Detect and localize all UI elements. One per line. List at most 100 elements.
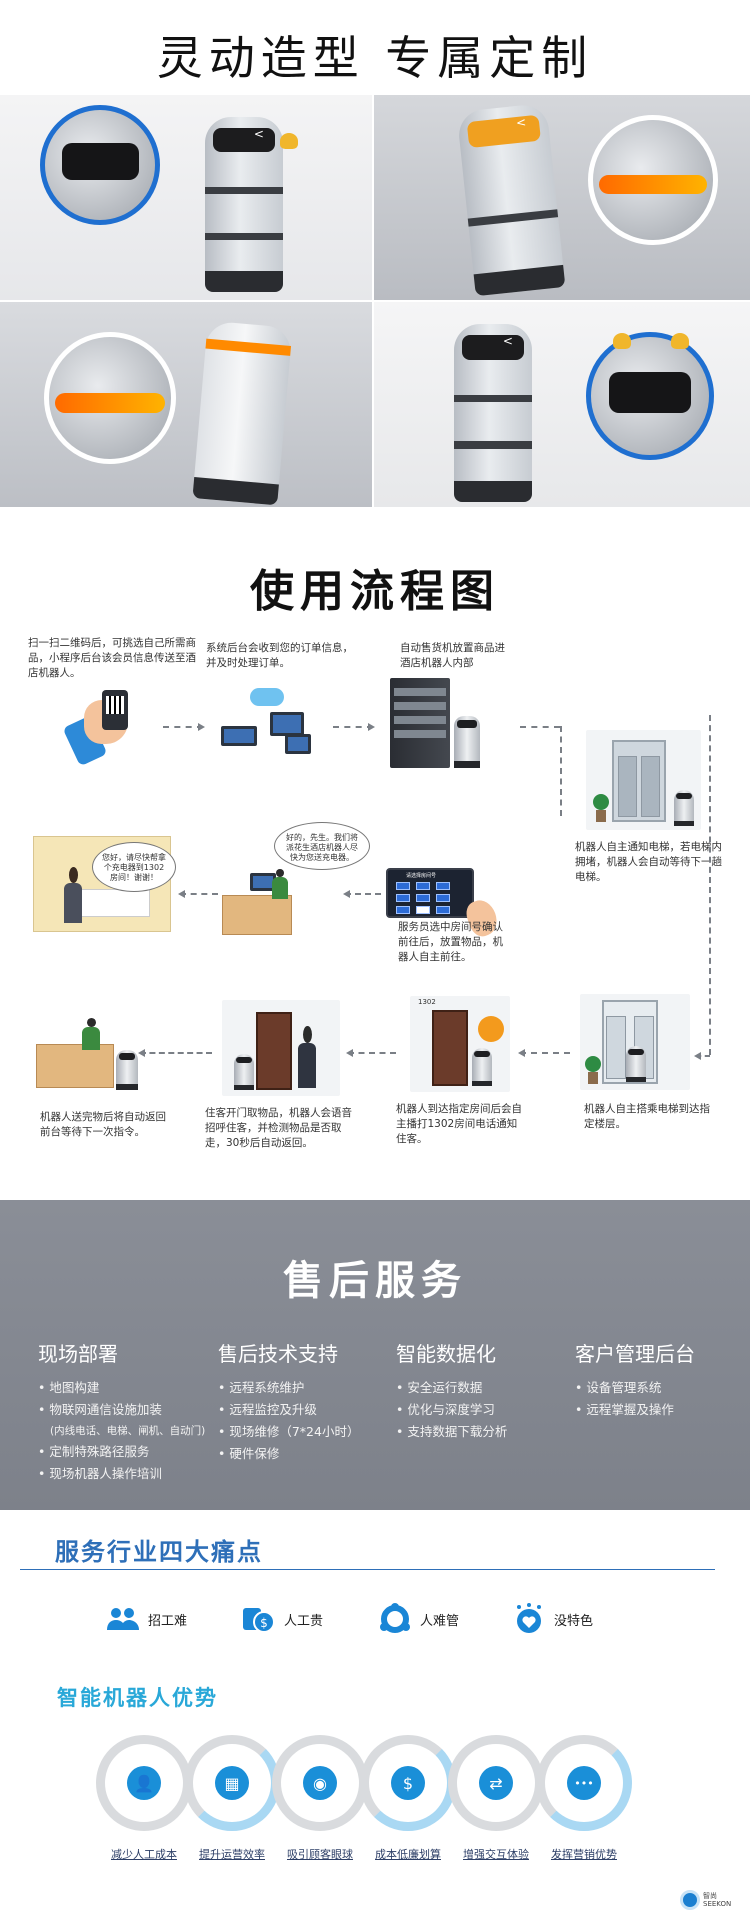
pain-item-hiring: 招工难 xyxy=(106,1602,187,1636)
coins-icon: $ xyxy=(242,1602,276,1636)
grid-icon: ▦ xyxy=(215,1766,249,1800)
flow-arrow xyxy=(518,1049,570,1057)
service-item: • 现场机器人操作培训 xyxy=(38,1466,162,1481)
person-icon: 👤 xyxy=(127,1766,161,1800)
room-door xyxy=(256,1012,292,1090)
after-sales-section: 售后服务 现场部署 • 地图构建 • 物联网通信设施加装 (内线电话、电梯、闸机… xyxy=(0,1200,750,1510)
service-item: • 远程掌握及操作 xyxy=(575,1402,674,1417)
step-pickup-text: 住客开门取物品，机器人会语音招呼住客，并检测物品是否取走，30秒后自动返回。 xyxy=(205,1107,352,1149)
advantage-label-cost[interactable]: 成本低廉划算 xyxy=(375,1848,441,1861)
robot-illustration xyxy=(674,790,694,827)
money-bag-icon: $ xyxy=(391,1766,425,1800)
step-elevator-call-illustration xyxy=(586,730,701,830)
divider xyxy=(20,1569,715,1570)
detail-bubble-handle xyxy=(588,115,718,245)
step-elevator-ride-illustration xyxy=(580,994,690,1090)
flow-arrow xyxy=(343,890,381,898)
advantage-circle-efficiency: ▦ xyxy=(184,1735,280,1831)
guest-figure xyxy=(64,867,82,923)
phone-call-icon xyxy=(478,1016,504,1042)
advantage-label-interaction[interactable]: 增强交互体验 xyxy=(463,1848,529,1861)
staff-figure xyxy=(272,869,288,899)
service-item: • 现场维修（7*24小时） xyxy=(218,1424,360,1439)
robot-illustration xyxy=(192,320,293,506)
elevator-icon xyxy=(612,740,666,822)
pain-points-title: 服务行业四大痛点 xyxy=(55,1537,263,1566)
step-arrive-call-illustration: 1302 xyxy=(410,996,510,1092)
robot-illustration xyxy=(234,1054,254,1091)
staff-figure xyxy=(82,1018,100,1050)
advantage-circle-marketing: ••• xyxy=(536,1735,632,1831)
robot-ear-icon xyxy=(280,133,298,149)
vending-machine xyxy=(390,678,450,768)
advantage-circle-cost: $ xyxy=(360,1735,456,1831)
robot-illustration xyxy=(454,324,532,502)
robot-photo-side xyxy=(374,95,750,300)
advantage-label-marketing[interactable]: 发挥营销优势 xyxy=(551,1848,617,1861)
room-selector-tablet: 请选择房间号 xyxy=(386,868,474,918)
reception-desk xyxy=(222,895,292,935)
service-item: • 安全运行数据 xyxy=(396,1380,483,1395)
step-backend-text: 系统后台会收到您的订单信息，并及时处理订单。 xyxy=(206,642,353,669)
robot-screen-icon xyxy=(61,143,139,181)
robot-photo-front-ears xyxy=(374,302,750,507)
eye-icon: ◉ xyxy=(303,1766,337,1800)
step-return-illustration xyxy=(36,1012,146,1092)
advantage-label-attention[interactable]: 吸引顾客眼球 xyxy=(287,1848,353,1861)
service-item: • 地图构建 xyxy=(38,1380,100,1395)
service-item: • 定制特殊路径服务 xyxy=(38,1444,150,1459)
advantage-circle-labor: 👤 xyxy=(96,1735,192,1831)
pain-label: 人难管 xyxy=(420,1613,460,1629)
detail-bubble-ears xyxy=(44,332,176,464)
advantage-label-labor[interactable]: 减少人工成本 xyxy=(111,1848,177,1861)
pain-item-cost: $ 人工贵 xyxy=(242,1602,323,1636)
step-scan-illustration xyxy=(62,680,150,767)
service-item: • 设备管理系统 xyxy=(575,1380,662,1395)
flow-connector xyxy=(520,726,560,728)
cloud-icon xyxy=(250,688,284,706)
plant-icon xyxy=(590,794,612,822)
brand-name-en: SEEKON xyxy=(703,1900,732,1908)
step-vending-text: 自动售货机放置商品进酒店机器人内部 xyxy=(400,642,505,669)
step-arrive-call-text: 机器人到达指定房间后会自主播打1302房间电话通知住客。 xyxy=(396,1103,522,1145)
guest-figure xyxy=(298,1026,316,1088)
step-elevator-call-text: 机器人自主通知电梯，若电梯内拥堵，机器人会自动等待下一趟电梯。 xyxy=(575,841,722,883)
step-scan-text: 扫一扫二维码后，可挑选自己所需商品，小程序后台该会员信息传送至酒店机器人。 xyxy=(28,637,196,679)
flow-arrow xyxy=(138,1049,212,1057)
flow-connector xyxy=(709,715,711,1055)
service-column-admin: 客户管理后台 • 设备管理系统 • 远程掌握及操作 xyxy=(575,1338,695,1421)
section-title-design: 灵动造型 专属定制 xyxy=(156,31,594,85)
service-item: • 远程系统维护 xyxy=(218,1380,305,1395)
flow-arrow xyxy=(178,890,218,898)
more-icon: ••• xyxy=(567,1766,601,1800)
pain-label: 没特色 xyxy=(554,1613,594,1629)
robot-photo-front xyxy=(0,95,372,300)
service-column-heading: 智能数据化 xyxy=(396,1342,496,1366)
exchange-icon: ⇄ xyxy=(479,1766,513,1800)
service-item: • 优化与深度学习 xyxy=(396,1402,495,1417)
brand-logo-icon xyxy=(680,1890,700,1910)
service-column-heading: 现场部署 xyxy=(38,1342,118,1366)
flow-connector xyxy=(560,726,562,816)
robot-illustration xyxy=(116,1050,138,1090)
step-return-text: 机器人送完物后将自动返回前台等待下一次指令。 xyxy=(40,1111,166,1138)
service-item: • 硬件保修 xyxy=(218,1446,280,1461)
advantage-label-efficiency[interactable]: 提升运营效率 xyxy=(199,1848,265,1861)
network-icon xyxy=(378,1602,412,1636)
advantages-title: 智能机器人优势 xyxy=(57,1685,218,1710)
advantage-circle-attention: ◉ xyxy=(272,1735,368,1831)
advantage-circle-interaction: ⇄ xyxy=(448,1735,544,1831)
service-item: • 物联网通信设施加装 xyxy=(38,1402,162,1417)
robot-illustration xyxy=(205,117,283,292)
pain-label: 招工难 xyxy=(148,1613,188,1629)
brand-logo: 智尚 SEEKON xyxy=(680,1890,731,1910)
flow-arrow xyxy=(163,723,205,731)
step-reception-illustration xyxy=(222,855,342,935)
step-backend-illustration xyxy=(215,688,325,760)
detail-bubble-screen xyxy=(40,105,160,225)
qr-phone-icon xyxy=(102,690,128,730)
service-column-data: 智能数据化 • 安全运行数据 • 优化与深度学习 • 支持数据下载分析 xyxy=(396,1338,507,1443)
computer-icon xyxy=(270,712,304,736)
laptop-icon xyxy=(221,726,257,746)
